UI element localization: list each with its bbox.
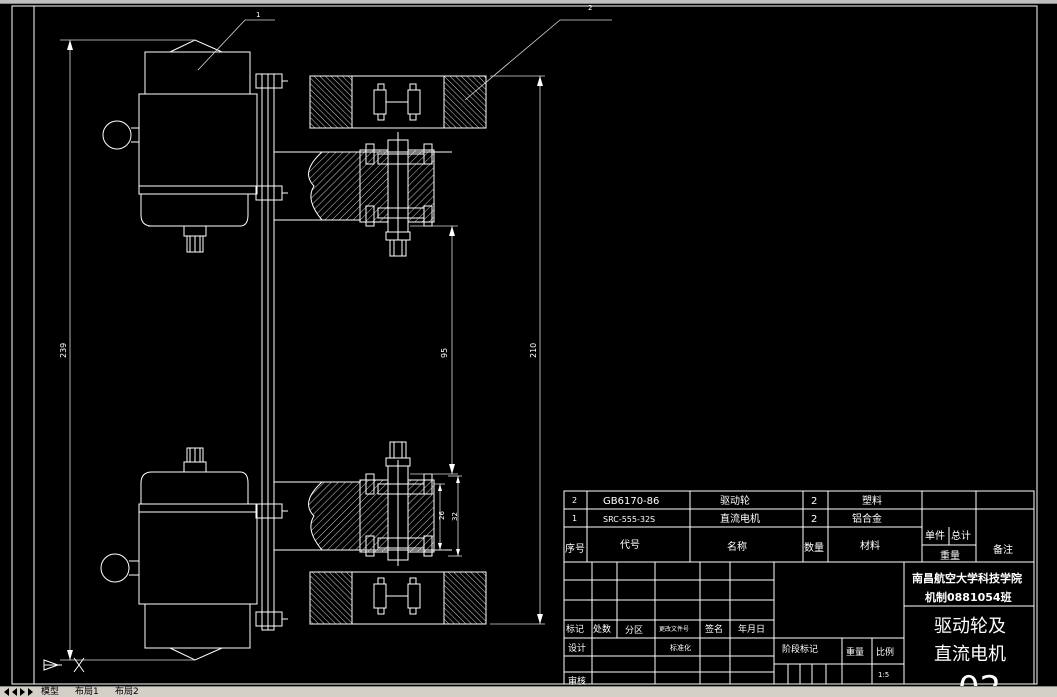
bom-row1-code: GB6170-86 <box>603 496 659 507</box>
tab-nav-prev-icon[interactable] <box>12 688 17 696</box>
drawing-title-line1: 驱动轮及 <box>934 616 1006 637</box>
bom-row2-name: 直流电机 <box>720 512 760 525</box>
bom-row1-name: 驱动轮 <box>720 494 750 507</box>
tab-nav-next-icon[interactable] <box>20 688 25 696</box>
tab-layout1[interactable]: 布局1 <box>75 687 99 697</box>
balloon-2: 2 <box>588 4 592 12</box>
bottom-wheel <box>309 571 487 625</box>
class-name: 机制0881054班 <box>925 590 1012 604</box>
bom-header-material: 材料 <box>860 539 880 552</box>
label-place: 处数 <box>593 623 611 635</box>
tab-model[interactable]: 模型 <box>41 687 60 697</box>
bom-row1-qty: 2 <box>811 496 817 507</box>
bottom-motor <box>100 447 258 661</box>
bom-header-weight: 重量 <box>940 549 960 562</box>
label-zone: 分区 <box>625 625 643 636</box>
bottom-hub <box>308 441 452 566</box>
drawing-title-line2: 直流电机 <box>934 644 1006 665</box>
top-wheel <box>309 75 487 129</box>
tab-layout2[interactable]: 布局2 <box>115 687 139 697</box>
title-block: 南昌航空大学科技学院 机制0881054班 驱动轮及 直流电机 02 标记 处数… <box>563 561 1035 696</box>
label-date: 年月日 <box>738 623 765 635</box>
label-weight: 重量 <box>846 646 864 658</box>
bom-header-qty: 数量 <box>804 541 824 554</box>
drawing-frame <box>11 5 1038 685</box>
top-motor <box>102 39 258 253</box>
dimension-lines: 239 210 95 26 32 <box>59 39 545 661</box>
bom-table: 2 GB6170-86 驱动轮 2 塑料 1 SRC-555-32S 直流电机 … <box>563 490 1035 563</box>
label-scale: 比例 <box>876 646 894 658</box>
bom-header-no: 序号 <box>565 542 585 555</box>
bom-header-unit: 单件 <box>925 530 945 542</box>
bom-header-name: 名称 <box>727 540 747 553</box>
dim-d2: 32 <box>451 512 459 521</box>
label-review: 审核 <box>568 675 586 687</box>
bom-row1-material: 塑料 <box>862 494 882 507</box>
dim-d1: 26 <box>438 511 446 520</box>
tab-nav-last-icon[interactable] <box>28 688 33 696</box>
top-hub <box>308 132 452 257</box>
tab-nav-first-icon[interactable] <box>4 688 9 696</box>
bom-header-total: 总计 <box>951 529 971 542</box>
bom-row2-code: SRC-555-32S <box>603 515 655 524</box>
label-stage: 阶段标记 <box>782 643 818 655</box>
balloon-1: 1 <box>256 11 260 19</box>
bom-header-code: 代号 <box>620 539 640 551</box>
bom-row2-qty: 2 <box>811 514 817 525</box>
label-sign: 签名 <box>705 623 723 635</box>
bom-row2-no: 1 <box>572 514 577 523</box>
school-name: 南昌航空大学科技学院 <box>912 571 1022 585</box>
dim-overall: 239 <box>59 343 68 358</box>
bom-row2-material: 铝合金 <box>852 512 882 525</box>
bom-header-remark: 备注 <box>993 543 1013 556</box>
scale-value: 1:5 <box>878 671 889 679</box>
dim-outer: 210 <box>529 343 538 358</box>
label-doc: 更改文件号 <box>659 625 689 633</box>
bom-row1-no: 2 <box>572 496 577 505</box>
window-top-edge <box>0 0 1057 4</box>
label-design: 设计 <box>568 642 586 654</box>
leader-lines: 1 2 <box>197 4 612 101</box>
label-mark: 标记 <box>566 623 584 635</box>
layout-tab-bar: 模型 布局1 布局2 <box>0 686 1057 697</box>
label-standard: 标准化 <box>670 643 691 652</box>
ucs-icon <box>43 657 85 673</box>
dim-inner: 95 <box>440 348 449 358</box>
